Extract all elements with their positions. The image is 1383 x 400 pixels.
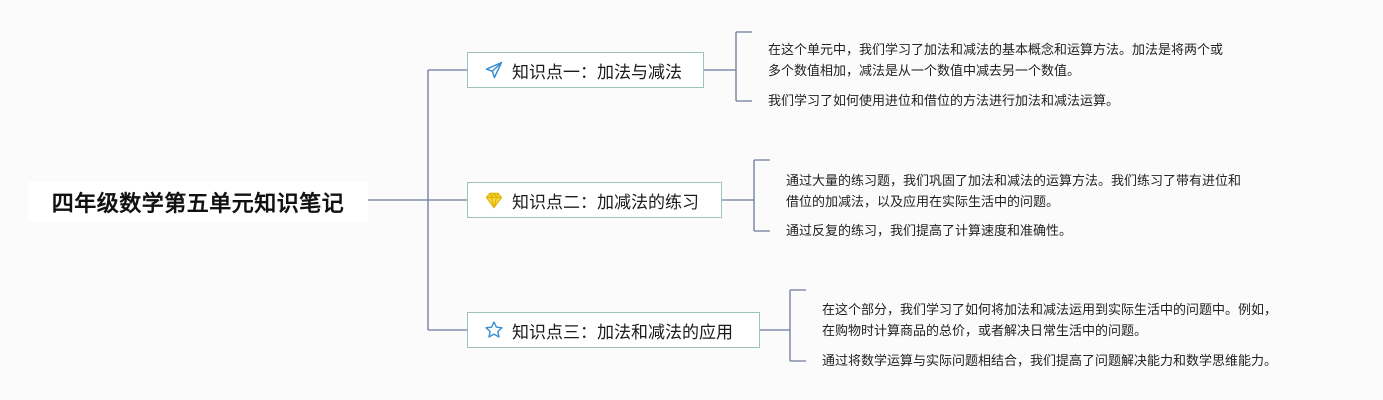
note-line: 在购物时计算商品的总价，或者解决日常生活中的问题。 — [822, 324, 1148, 339]
note-line: 在这个部分，我们学习了如何将加法和减法运用到实际生活中的问题中。例如， — [822, 303, 1278, 318]
topic-3-node[interactable]: 知识点三：加法和减法的应用 — [467, 312, 760, 348]
note-line: 借位的加减法，以及应用在实际生活中的问题。 — [786, 195, 1060, 210]
topic-3-note-1: 在这个部分，我们学习了如何将加法和减法运用到实际生活中的问题中。例如， 在购物时… — [822, 300, 1277, 342]
note-line: 通过将数学运算与实际问题相结合，我们提高了问题解决能力和数学思维能力。 — [822, 354, 1278, 369]
topic-3-note-2: 通过将数学运算与实际问题相结合，我们提高了问题解决能力和数学思维能力。 — [822, 351, 1277, 372]
topic-3-label: 知识点三：加法和减法的应用 — [512, 322, 733, 343]
topic-1-node[interactable]: 知识点一：加法与减法 — [467, 52, 704, 88]
topic-2-label: 知识点二：加减法的练习 — [512, 192, 699, 213]
topic-2-note-1: 通过大量的练习题，我们巩固了加法和减法的运算方法。我们练习了带有进位和 借位的加… — [786, 171, 1241, 213]
star-icon — [484, 320, 504, 340]
note-line: 通过大量的练习题，我们巩固了加法和减法的运算方法。我们练习了带有进位和 — [786, 174, 1242, 189]
note-line: 我们学习了如何使用进位和借位的方法进行加法和减法运算。 — [768, 94, 1120, 109]
root-title[interactable]: 四年级数学第五单元知识笔记 — [28, 182, 368, 222]
topic-2-node[interactable]: 知识点二：加减法的练习 — [467, 182, 722, 218]
topic-1-label: 知识点一：加法与减法 — [512, 62, 682, 83]
note-line: 在这个单元中，我们学习了加法和减法的基本概念和运算方法。加法是将两个或 — [768, 43, 1224, 58]
paper-plane-icon — [484, 60, 504, 80]
topic-1-note-1: 在这个单元中，我们学习了加法和减法的基本概念和运算方法。加法是将两个或 多个数值… — [768, 40, 1223, 82]
note-line: 多个数值相加，减法是从一个数值中减去另一个数值。 — [768, 64, 1081, 79]
diamond-icon — [484, 190, 504, 210]
note-line: 通过反复的练习，我们提高了计算速度和准确性。 — [786, 224, 1073, 239]
topic-1-note-2: 我们学习了如何使用进位和借位的方法进行加法和减法运算。 — [768, 91, 1119, 112]
topic-2-note-2: 通过反复的练习，我们提高了计算速度和准确性。 — [786, 221, 1072, 242]
